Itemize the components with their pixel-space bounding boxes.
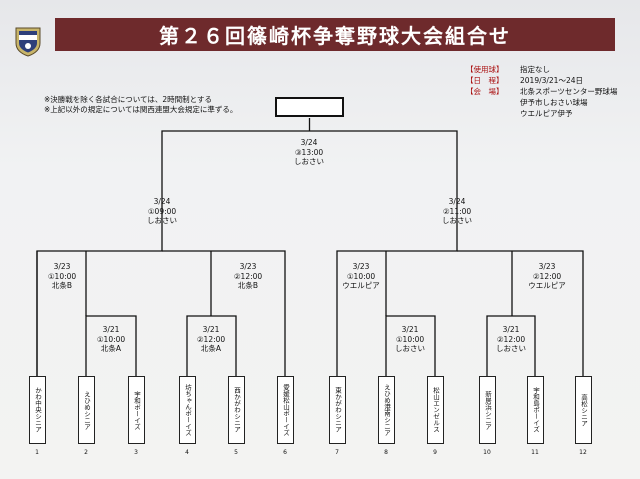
- seed-number: 10: [483, 449, 491, 456]
- seed-number: 11: [531, 449, 539, 456]
- seed-number: 6: [283, 449, 287, 456]
- team-slot-4: 坊ちゃんボーイズ: [179, 376, 196, 444]
- info-row-venue-2: 伊予市しおさい球場: [520, 98, 588, 107]
- tournament-logo-icon: [15, 27, 41, 57]
- match-r1-a: 3/21 ①10:00 北条A: [96, 325, 126, 353]
- match-r1-c: 3/21 ①10:00 しおさい: [395, 325, 425, 353]
- team-slot-2: えひめシニア: [78, 376, 95, 444]
- seed-number: 5: [234, 449, 238, 456]
- seed-number: 1: [35, 449, 39, 456]
- info-row-venue: 【会 場】北条スポーツセンター野球場: [466, 87, 618, 96]
- info-row-schedule: 【日 程】2019/3/21～24日: [466, 76, 583, 85]
- rules-notes: ※決勝戦を除く各試合については、2時間制とする ※上記以外の規定については関西連…: [44, 95, 237, 115]
- match-final: 3/24 ③13:00 しおさい: [294, 138, 324, 166]
- team-slot-8: えひめ港南シニア: [378, 376, 395, 444]
- info-row-venue-3: ウエルピア伊予: [520, 109, 573, 118]
- team-slot-12: 高松シニア: [575, 376, 592, 444]
- team-slot-7: 東かがわシニア: [329, 376, 346, 444]
- seed-number: 3: [134, 449, 138, 456]
- seed-number: 7: [335, 449, 339, 456]
- seed-number: 2: [84, 449, 88, 456]
- team-slot-3: 宇和ボーイズ: [128, 376, 145, 444]
- team-slot-11: 宇和島ボーイズ: [527, 376, 544, 444]
- match-qf-3: 3/23 ①10:00 ウエルピア: [342, 262, 380, 290]
- match-semi-left: 3/24 ①09:00 しおさい: [147, 197, 177, 225]
- page-title: 第２６回篠崎杯争奪野球大会組合せ: [159, 24, 511, 48]
- match-qf-1: 3/23 ①10:00 北条B: [47, 262, 77, 290]
- note-line: ※上記以外の規定については関西連盟大会規定に準ずる。: [44, 105, 238, 114]
- match-qf-4: 3/23 ②12:00 ウエルピア: [528, 262, 566, 290]
- team-slot-6: 愛媛松山ボーイズ: [277, 376, 294, 444]
- match-r1-b: 3/21 ②12:00 北条A: [196, 325, 226, 353]
- match-semi-right: 3/24 ②11:00 しおさい: [442, 197, 472, 225]
- seed-number: 9: [433, 449, 437, 456]
- team-slot-10: 新居浜シニア: [479, 376, 496, 444]
- seed-number: 8: [384, 449, 388, 456]
- event-info: 【使用球】指定なし 【日 程】2019/3/21～24日 【会 場】北条スポーツ…: [466, 64, 617, 119]
- champion-box: [275, 97, 344, 117]
- title-banner: 第２６回篠崎杯争奪野球大会組合せ: [55, 18, 615, 51]
- match-r1-d: 3/21 ②12:00 しおさい: [496, 325, 526, 353]
- note-line: ※決勝戦を除く各試合については、2時間制とする: [44, 95, 212, 104]
- team-slot-5: 西かがわシニア: [228, 376, 245, 444]
- info-row-ball: 【使用球】指定なし: [466, 65, 550, 74]
- match-qf-2: 3/23 ②12:00 北条B: [233, 262, 263, 290]
- team-slot-9: 松山エンゼルス: [427, 376, 444, 444]
- seed-number: 12: [579, 449, 587, 456]
- team-slot-1: かわ中央シニア: [29, 376, 46, 444]
- seed-number: 4: [185, 449, 189, 456]
